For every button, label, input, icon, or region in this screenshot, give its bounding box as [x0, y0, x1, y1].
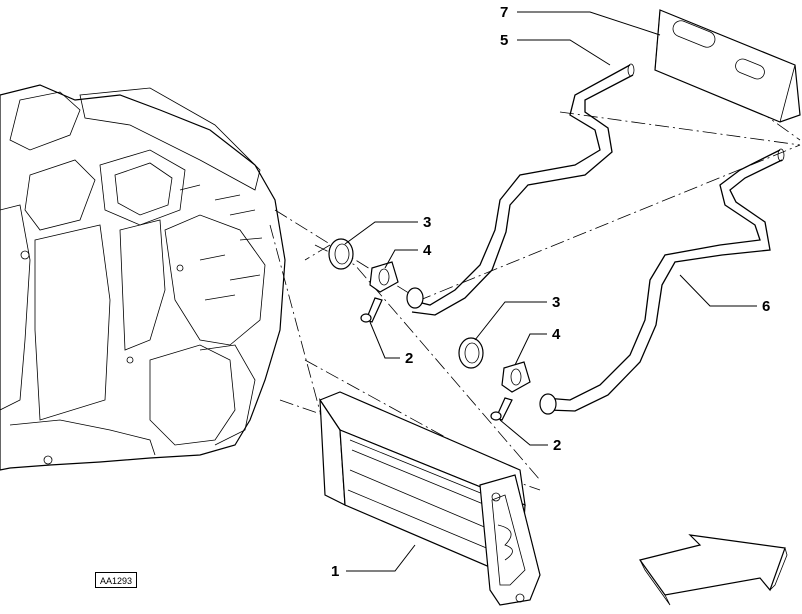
- o-rings: [328, 238, 484, 369]
- callout-numbers: 7 5 3 4 2 3 4 2 6 1: [331, 4, 770, 580]
- heater-housing-assembly: [0, 84, 286, 471]
- callout-5: 5: [500, 32, 508, 49]
- callout-4a: 4: [423, 242, 432, 259]
- reference-code-label: AA1293: [95, 572, 137, 588]
- callout-3b: 3: [552, 294, 560, 311]
- callout-3a: 3: [423, 214, 431, 231]
- leader-lines: [344, 11, 757, 572]
- heater-core: [319, 391, 541, 606]
- direction-arrow: [638, 534, 788, 606]
- hose-clips: [369, 261, 557, 415]
- callout-4b: 4: [552, 326, 561, 343]
- callout-2a: 2: [405, 350, 413, 367]
- hose-lower: [544, 148, 785, 412]
- screws: [360, 297, 513, 421]
- callout-7: 7: [500, 4, 508, 21]
- callout-6: 6: [762, 298, 770, 315]
- gasket-plate: [654, 9, 801, 123]
- hose-upper: [409, 63, 635, 316]
- callout-2b: 2: [553, 437, 561, 454]
- callout-1: 1: [331, 563, 339, 580]
